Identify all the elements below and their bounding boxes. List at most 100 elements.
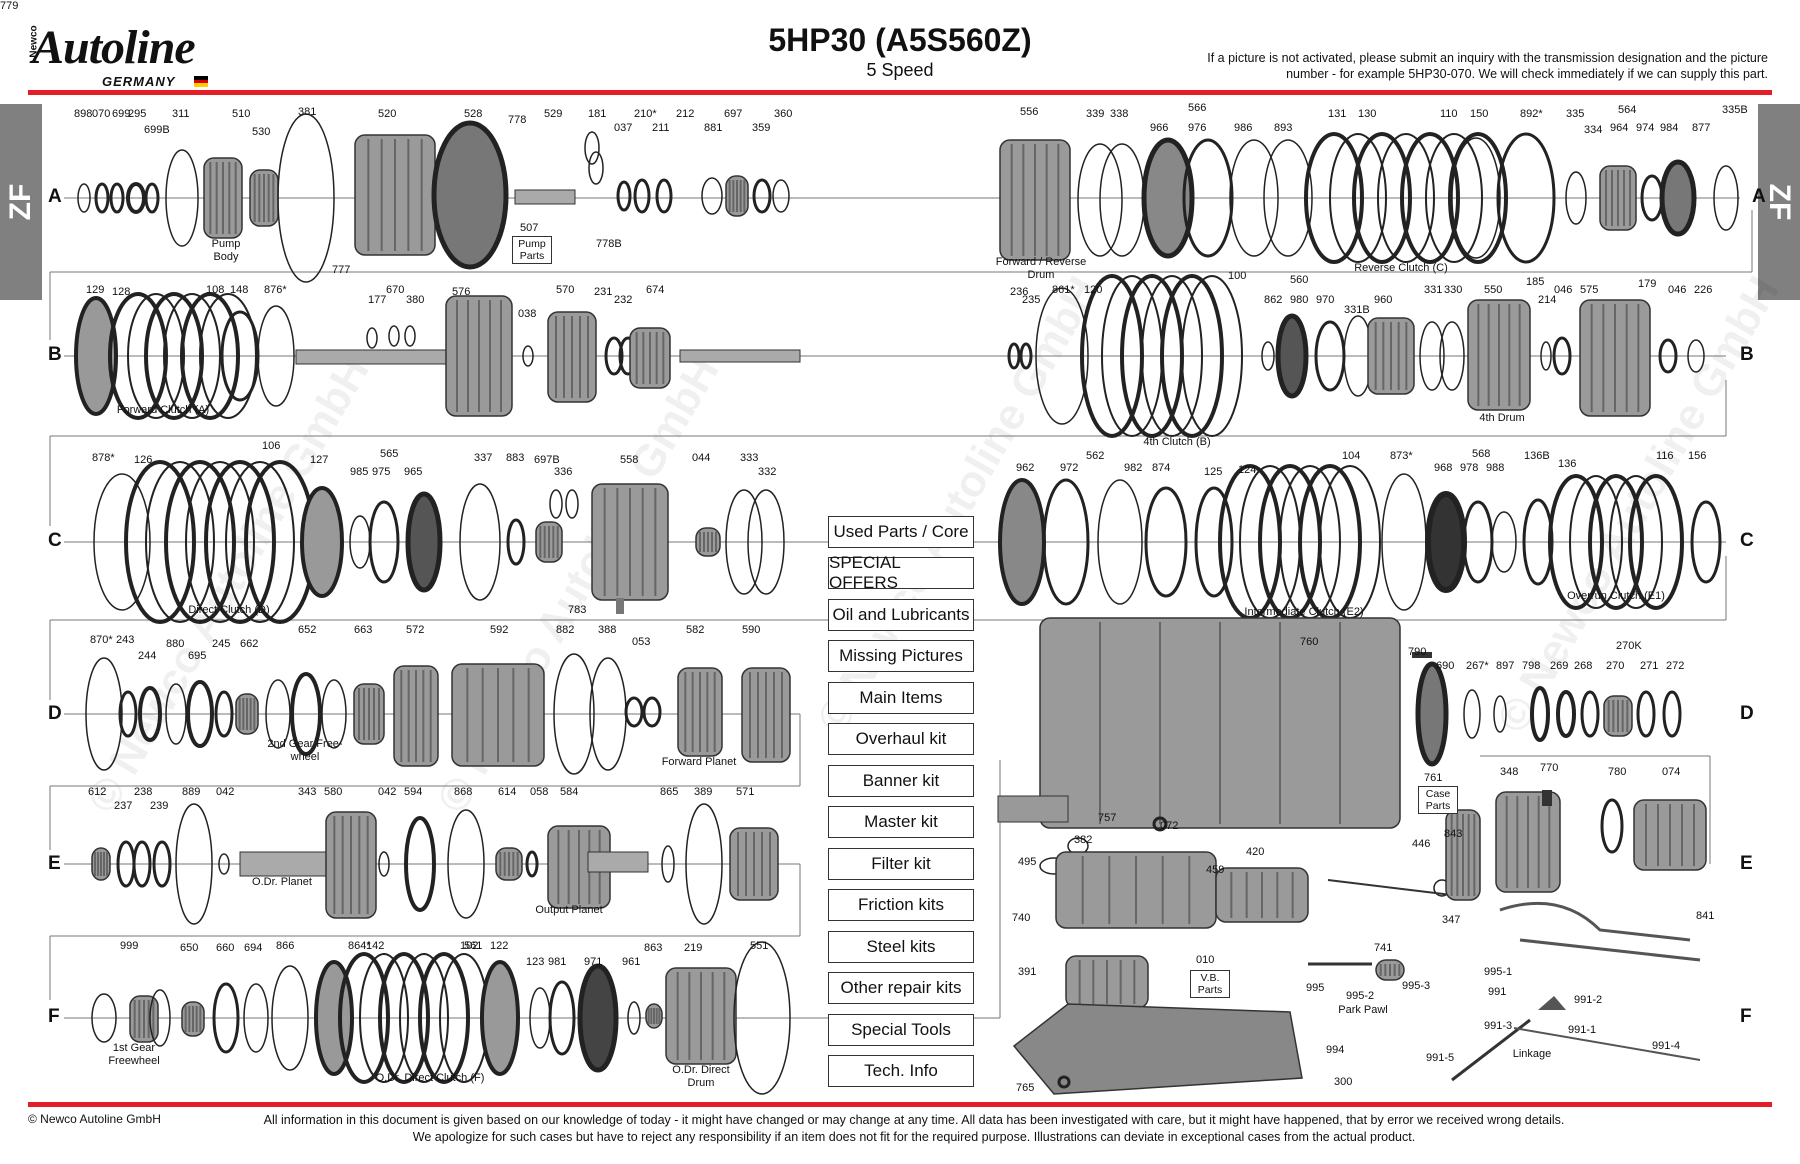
part-number-label[interactable]: 866 xyxy=(276,940,295,952)
part-889[interactable] xyxy=(175,803,213,925)
part-number-label[interactable]: 074 xyxy=(1662,766,1681,778)
part-number-label[interactable]: 529 xyxy=(544,108,563,120)
part-053[interactable] xyxy=(624,696,644,728)
part-332[interactable] xyxy=(747,489,785,595)
part-number-label[interactable]: 148 xyxy=(230,284,249,296)
part-150[interactable] xyxy=(1451,137,1501,259)
menu-used-parts-core[interactable]: Used Parts / Core xyxy=(828,516,974,548)
part-number-label[interactable]: 893 xyxy=(1274,122,1293,134)
part-652c[interactable] xyxy=(321,679,347,749)
part-number-label[interactable]: 108 xyxy=(206,284,225,296)
part-number-label[interactable]: 116 xyxy=(1656,450,1674,462)
part-number-label[interactable]: 965 xyxy=(404,466,423,478)
part-962[interactable] xyxy=(998,478,1046,606)
part-181[interactable] xyxy=(584,131,600,165)
part-number-label[interactable]: 382 xyxy=(1074,834,1093,846)
part-number-label[interactable]: 780 xyxy=(1608,766,1627,778)
part-number-label[interactable]: 741 xyxy=(1374,942,1393,954)
part-798[interactable] xyxy=(1530,686,1550,742)
reverse-clutch-plate[interactable] xyxy=(1400,132,1460,264)
part-number-label[interactable]: 269 xyxy=(1550,660,1569,672)
output-shaft[interactable] xyxy=(587,851,649,873)
odr-direct-clutch-plate[interactable] xyxy=(359,953,409,1083)
part-number-label[interactable]: 770 xyxy=(1540,762,1559,774)
part-number-label[interactable]: 964 xyxy=(1610,122,1629,134)
part-185[interactable] xyxy=(1540,341,1552,371)
part-number-label[interactable]: 214 xyxy=(1538,294,1557,306)
part-number-label[interactable]: 347 xyxy=(1442,914,1461,926)
part-number-label[interactable]: 790 xyxy=(1408,646,1427,658)
part-212[interactable] xyxy=(655,178,673,214)
part-number-label[interactable]: 864* xyxy=(348,940,371,952)
part-number-label[interactable]: 690 xyxy=(1436,660,1455,672)
overrun-clutch-plate[interactable] xyxy=(1548,474,1604,610)
part-number-label[interactable]: 760 xyxy=(1300,636,1319,648)
part-883[interactable] xyxy=(506,518,526,566)
part-129[interactable] xyxy=(74,296,118,416)
part-number-label[interactable]: 590 xyxy=(742,624,761,636)
part-number-label[interactable]: 868 xyxy=(454,786,473,798)
part-number-label[interactable]: 210* xyxy=(634,108,657,120)
part-number-label[interactable]: 650 xyxy=(180,942,199,954)
part-271[interactable] xyxy=(1636,690,1656,738)
part-number-label[interactable]: 870* xyxy=(90,634,113,646)
part-number-label[interactable]: 127 xyxy=(310,454,329,466)
part-number-label[interactable]: 697 xyxy=(724,108,743,120)
part-156[interactable] xyxy=(1690,500,1722,584)
part-number-label[interactable]: 177 xyxy=(368,294,387,306)
part-number-label[interactable]: 243 xyxy=(116,634,135,646)
part-number-label[interactable]: 576 xyxy=(452,286,471,298)
direct-clutch-plate[interactable] xyxy=(185,461,255,623)
part-699[interactable] xyxy=(109,182,125,214)
part-number-label[interactable]: 757 xyxy=(1098,812,1117,824)
menu-master-kit[interactable]: Master kit xyxy=(828,806,974,838)
part-number-label[interactable]: 058 xyxy=(530,786,549,798)
part-number-label[interactable]: 268 xyxy=(1574,660,1593,672)
part-number-label[interactable]: 984 xyxy=(1660,122,1679,134)
part-number-label[interactable]: 556 xyxy=(1020,106,1039,118)
part-number-label[interactable]: 968 xyxy=(1434,462,1453,474)
menu-tech-info[interactable]: Tech. Info xyxy=(828,1055,974,1087)
part-number-label[interactable]: 575 xyxy=(1580,284,1599,296)
part-number-label[interactable]: 877 xyxy=(1692,122,1711,134)
part-074[interactable] xyxy=(1600,798,1624,854)
part-number-label[interactable]: 975 xyxy=(372,466,391,478)
part-number-label[interactable]: 330 xyxy=(1444,284,1463,296)
part-number-label[interactable]: 104 xyxy=(1342,450,1361,462)
part-number-label[interactable]: 231 xyxy=(594,286,613,298)
part-number-label[interactable]: 976 xyxy=(1188,122,1207,134)
part-number-label[interactable]: 102 xyxy=(460,940,479,952)
forward-clutch-plate[interactable] xyxy=(180,292,240,420)
part-881[interactable] xyxy=(701,177,723,215)
part-number-label[interactable]: 961 xyxy=(622,956,641,968)
part-number-label[interactable]: 892* xyxy=(1520,108,1543,120)
part-380[interactable] xyxy=(404,325,416,347)
part-number-label[interactable]: 551 xyxy=(750,940,769,952)
part-number-label[interactable]: 699B xyxy=(144,124,170,136)
overrun-clutch-plate[interactable] xyxy=(1569,475,1623,609)
part-number-label[interactable]: 974 xyxy=(1636,122,1655,134)
part-number-label[interactable]: 798 xyxy=(1522,660,1541,672)
caption-pump-parts[interactable]: Pump Parts xyxy=(512,236,552,264)
direct-clutch-plate[interactable] xyxy=(145,461,215,623)
part-number-label[interactable]: 960 xyxy=(1374,294,1393,306)
part-number-label[interactable]: 880 xyxy=(166,638,185,650)
part-072[interactable] xyxy=(1152,816,1168,832)
part-690[interactable] xyxy=(1415,661,1449,767)
part-number-label[interactable]: 991-4 xyxy=(1652,1040,1681,1052)
part-757[interactable] xyxy=(997,795,1069,823)
part-number-label[interactable]: 994 xyxy=(1326,1044,1345,1056)
part-number-label[interactable]: 331 xyxy=(1424,284,1443,296)
part-number-label[interactable]: 126 xyxy=(134,454,153,466)
part-number-label[interactable]: 338 xyxy=(1110,108,1129,120)
part-number-label[interactable]: 150 xyxy=(1470,108,1489,120)
fourth-clutch-plate[interactable] xyxy=(1160,274,1224,438)
forward-clutch-plate[interactable] xyxy=(108,292,168,420)
part-number-label[interactable]: 978 xyxy=(1460,462,1479,474)
part-number-label[interactable]: 120 xyxy=(1084,284,1103,296)
part-268[interactable] xyxy=(1580,690,1600,738)
part-number-label[interactable]: 239 xyxy=(150,800,169,812)
part-number-label[interactable]: 972 xyxy=(1060,462,1079,474)
part-670[interactable] xyxy=(388,325,400,347)
part-245[interactable] xyxy=(214,690,234,738)
